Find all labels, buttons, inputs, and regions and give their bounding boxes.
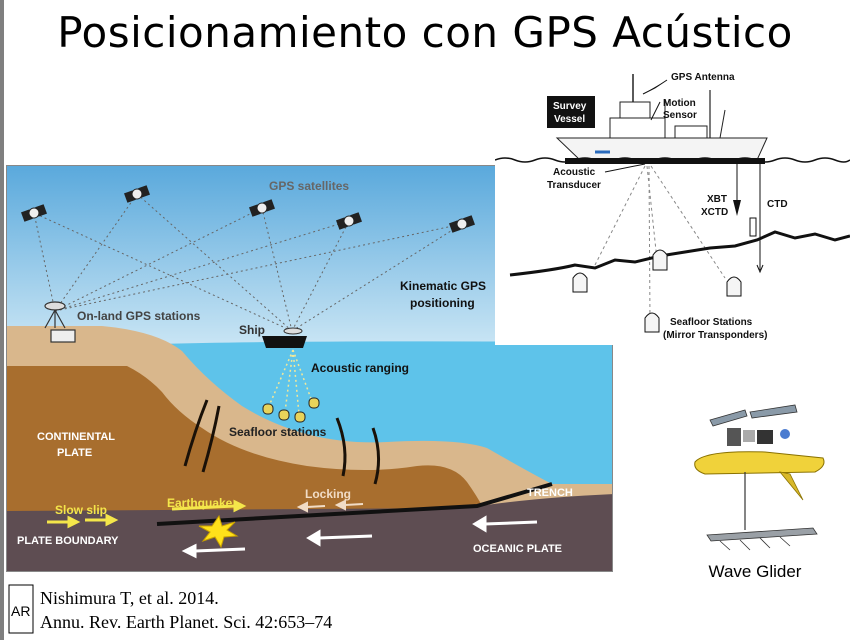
label-kinematic-positioning: positioning [410, 296, 475, 310]
transponder-icon [572, 249, 742, 333]
label-xbt: XBT [707, 194, 727, 205]
label-locking: Locking [305, 487, 351, 501]
ctd-icon [749, 217, 757, 237]
survey-ship-icon [555, 74, 768, 161]
onland-gps-station-icon [44, 301, 76, 343]
earthquake-icon [198, 514, 239, 549]
continental-plate [7, 366, 485, 511]
label-continental-plate-2: PLATE [57, 447, 92, 459]
electronics-box-3 [757, 430, 773, 444]
label-gps-satellites: GPS satellites [269, 179, 349, 193]
hull-bottom [565, 158, 765, 164]
label-transducer: Transducer [547, 180, 601, 191]
label-gps-antenna: GPS Antenna [671, 72, 735, 83]
label-xctd: XCTD [701, 207, 728, 218]
label-seafloor-stations: Seafloor Stations [670, 317, 753, 328]
faults [183, 399, 380, 485]
survey-vessel-diagram: Survey Vessel [494, 60, 850, 345]
label-earthquake: Earthquake [167, 496, 233, 510]
citation: AR Nishimura T, et al. 2014. Annu. Rev. … [6, 582, 426, 638]
solar-panel-icon [709, 404, 798, 427]
citation-journal: Annu. Rev. Earth Planet. Sci. 42:653–74 [40, 612, 333, 632]
logo-letters: AR [11, 603, 30, 619]
wave-glider-svg [694, 404, 825, 551]
label-ship: Ship [239, 323, 265, 337]
float-body [694, 451, 825, 475]
gps-acoustic-diagram-svg: GPS satellites Kinematic GPS positioning… [7, 166, 612, 571]
callout-lines [604, 79, 668, 173]
citation-authors: Nishimura T, et al. 2014. [40, 588, 219, 608]
label-onland-gps-stations: On-land GPS stations [77, 309, 201, 323]
label-slow-slip: Slow slip [55, 503, 107, 517]
seafloor-station-icon [262, 397, 320, 423]
wave-glider-illustration [685, 400, 845, 565]
slow-slip-arrows [47, 513, 119, 529]
label-kinematic-gps: Kinematic GPS [400, 279, 486, 293]
wave-glider-caption: Wave Glider [708, 562, 802, 581]
annual-reviews-logo: AR [8, 584, 34, 634]
label-seafloor-stations: Seafloor stations [229, 425, 327, 439]
label-acoustic-ranging: Acoustic ranging [311, 361, 409, 375]
label-vessel: Vessel [554, 114, 585, 125]
locking-arrows [296, 499, 364, 513]
label-ctd: CTD [767, 199, 788, 210]
satellite-icon [21, 185, 475, 233]
sub-wing-icon [706, 527, 818, 551]
gps-acoustic-diagram: GPS satellites Kinematic GPS positioning… [6, 165, 613, 572]
label-acoustic: Acoustic [553, 167, 596, 178]
label-motion: Motion [663, 98, 696, 109]
label-sensor: Sensor [663, 110, 697, 121]
ship-icon [262, 327, 307, 348]
label-trench: TRENCH [527, 487, 573, 499]
electronics-box [727, 428, 741, 446]
electronics-box-2 [743, 430, 755, 442]
oceanic-plate [7, 494, 612, 571]
label-continental-plate: CONTINENTAL [37, 431, 115, 443]
ctd-arrow-icon [756, 264, 764, 274]
float-fin [778, 471, 804, 501]
survey-vessel-diagram-svg: Survey Vessel [494, 72, 850, 341]
label-survey: Survey [553, 101, 587, 112]
sensor-icon [780, 429, 790, 439]
label-plate-boundary: PLATE BOUNDARY [17, 535, 119, 547]
seafloor-profile [509, 230, 850, 277]
label-mirror-transponders: (Mirror Transponders) [663, 330, 767, 341]
slide-title: Posicionamiento con GPS Acústico [57, 8, 793, 57]
plate-boundary-line [156, 482, 553, 526]
label-oceanic-plate: OCEANIC PLATE [473, 543, 562, 555]
oceanic-plate-arrows [181, 515, 538, 559]
slide-left-border [0, 0, 4, 640]
acoustic-signal-lines [594, 165, 726, 323]
survey-vessel-badge [547, 96, 595, 128]
acoustic-signal-lines [268, 349, 314, 415]
earthquake-arrow [171, 499, 247, 513]
xbt-probe-icon [733, 200, 741, 216]
gps-signal-lines [33, 193, 463, 332]
